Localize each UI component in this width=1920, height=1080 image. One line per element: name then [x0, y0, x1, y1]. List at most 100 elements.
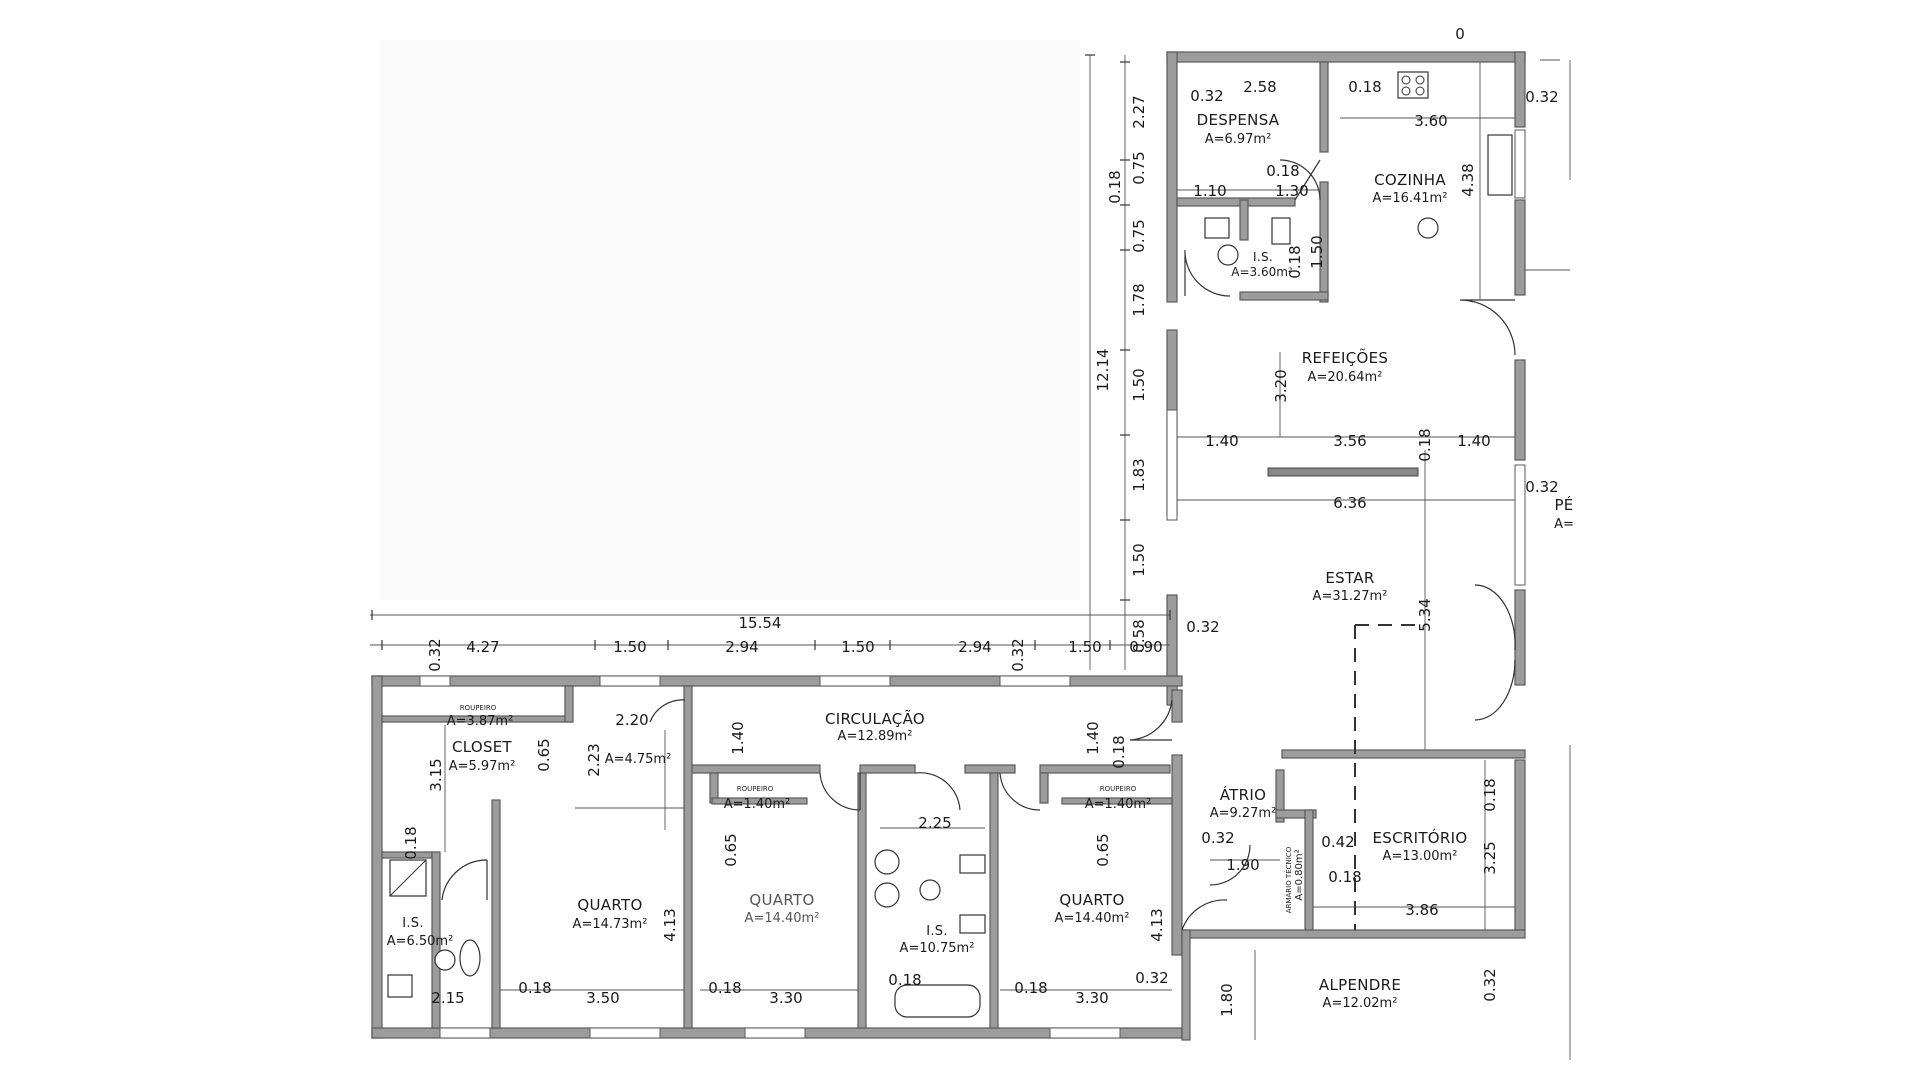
- vdim-075a: 0.75: [1130, 151, 1148, 184]
- room-alpendre-area: A=12.02m²: [1323, 996, 1398, 1011]
- room-is-mid-name: I.S.: [926, 924, 948, 939]
- dim-1554: 15.54: [739, 614, 782, 632]
- dimension-labels: 2.58 0.32 0.18 3.60 0.18 1.10 1.30 1.40 …: [431, 25, 1558, 1007]
- dashed-line: [1354, 624, 1415, 930]
- room-refeicoes-area: A=20.64m²: [1308, 370, 1383, 385]
- vdim-018c: 0.18: [1286, 245, 1304, 278]
- dim-360: 3.60: [1414, 112, 1447, 130]
- vdim-320: 3.20: [1272, 369, 1290, 402]
- vdim-032b: 0.32: [1009, 638, 1027, 671]
- room-armario-name: ARMÁRIO TÉCNICO: [1284, 846, 1293, 913]
- dim-018h: 0.18: [708, 979, 741, 997]
- dim-0: 0: [1455, 25, 1465, 43]
- room-labels: DESPENSA A=6.97m² COZINHA A=16.41m² I.S.…: [387, 111, 1574, 1011]
- vdim-140d: 1.40: [1084, 721, 1102, 754]
- room-armario-area: A=0.80m²: [1294, 849, 1305, 900]
- dim-018i: 0.18: [888, 971, 921, 989]
- dim-032c: 0.32: [1186, 618, 1219, 636]
- room-despensa-area: A=6.97m²: [1205, 132, 1272, 147]
- toilet-icon: [1271, 217, 1291, 245]
- room-quarto3-name: QUARTO: [1059, 891, 1124, 909]
- vdim-413b: 4.13: [1148, 908, 1166, 941]
- washbasin-icon: [1204, 217, 1230, 239]
- room-roupeiro3-name: ROUPEIRO: [1100, 785, 1137, 793]
- vdim-018f: 0.18: [1110, 735, 1128, 768]
- dim-350: 3.50: [586, 989, 619, 1007]
- toilet-icon-2: [387, 974, 413, 998]
- vdim-032g: 0.32: [1481, 968, 1499, 1001]
- dim-018b: 0.18: [1266, 162, 1299, 180]
- dim-032a: 0.32: [1190, 87, 1223, 105]
- dim-356: 3.56: [1333, 432, 1366, 450]
- stove-icon: [1397, 71, 1429, 99]
- vdim-065a: 0.65: [535, 738, 553, 771]
- walls: [371, 51, 1526, 1041]
- room-is-left-name: I.S.: [402, 916, 424, 931]
- room-partial-area: A=: [1554, 517, 1574, 532]
- dim-140b: 1.40: [1457, 432, 1490, 450]
- room-circulacao-name: CIRCULAÇÃO: [825, 709, 925, 728]
- room-quarto1-area: A=14.73m²: [573, 917, 648, 932]
- room-quarto2-name: QUARTO: [749, 891, 814, 909]
- dim-150c: 1.50: [1068, 638, 1101, 656]
- room-is-top-area: A=3.60m²: [1231, 265, 1293, 279]
- dim-636: 6.36: [1333, 494, 1366, 512]
- dim-140a: 1.40: [1205, 432, 1238, 450]
- vdim-018e: 0.18: [402, 826, 420, 859]
- room-is-left-area: A=6.50m²: [387, 934, 454, 949]
- dim-330a: 3.30: [769, 989, 802, 1007]
- room-refeicoes-name: REFEIÇÕES: [1302, 348, 1388, 367]
- washbasin-icon-4: [874, 882, 900, 908]
- dim-018j: 0.18: [1014, 979, 1047, 997]
- dim-018k: 0.18: [1328, 868, 1361, 886]
- room-is-mid-area: A=10.75m²: [900, 941, 975, 956]
- room-alpendre-name: ALPENDRE: [1319, 976, 1401, 994]
- washbasin-icon-3: [874, 849, 900, 875]
- room-roupeiro3-area: A=1.40m²: [1085, 797, 1152, 812]
- dim-225: 2.25: [918, 814, 951, 832]
- room-partial-name: PÉ: [1554, 495, 1573, 514]
- dim-150b: 1.50: [841, 638, 874, 656]
- vdim-223: 2.23: [585, 743, 603, 776]
- room-quarto2-area: A=14.40m²: [745, 911, 820, 926]
- vdim-150a: 1.50: [1130, 368, 1148, 401]
- dim-110: 1.10: [1193, 182, 1226, 200]
- room-hall-area: A=4.75m²: [605, 752, 672, 767]
- bathtub-icon: [894, 984, 981, 1018]
- room-escritorio-name: ESCRITÓRIO: [1373, 828, 1468, 847]
- room-escritorio-area: A=13.00m²: [1383, 849, 1458, 864]
- dim-018a: 0.18: [1348, 78, 1381, 96]
- room-circulacao-area: A=12.89m²: [838, 729, 913, 744]
- dim-215: 2.15: [431, 989, 464, 1007]
- vdim-150b: 1.50: [1130, 543, 1148, 576]
- vdim-018l: 0.18: [1481, 778, 1499, 811]
- dim-032e: 0.32: [1135, 969, 1168, 987]
- vdim-018d: 0.18: [1416, 428, 1434, 461]
- room-estar-name: ESTAR: [1325, 569, 1374, 587]
- dim-427: 4.27: [466, 638, 499, 656]
- vdim-1214: 12.14: [1094, 349, 1112, 392]
- vdim-315: 3.15: [427, 758, 445, 791]
- room-cozinha-name: COZINHA: [1374, 171, 1446, 189]
- vdim-065b: 0.65: [722, 833, 740, 866]
- room-closet-area: A=5.97m²: [449, 759, 516, 774]
- vdim-438: 4.38: [1459, 163, 1477, 196]
- scan-background: [380, 40, 1080, 600]
- light-icon: [1417, 217, 1439, 239]
- dim-130: 1.30: [1275, 182, 1308, 200]
- room-roupeiro1-area: A=3.87m²: [447, 714, 514, 729]
- doors: [441, 159, 1516, 931]
- vdim-018: 0.18: [1106, 170, 1124, 203]
- vdim-183: 1.83: [1130, 458, 1148, 491]
- vdim-140c: 1.40: [729, 721, 747, 754]
- room-roupeiro2-area: A=1.40m²: [724, 797, 791, 812]
- dimension-ticks: [371, 54, 1171, 650]
- light-icon-4: [919, 879, 941, 901]
- dim-258: 2.58: [1243, 78, 1276, 96]
- dim-090: 0.90: [1129, 638, 1162, 656]
- vdim-032a: 0.32: [426, 638, 444, 671]
- room-quarto1-name: QUARTO: [577, 896, 642, 914]
- dim-032b: 0.32: [1525, 88, 1558, 106]
- dim-032f: 0.32: [1201, 829, 1234, 847]
- dim-032d: 0.32: [1525, 478, 1558, 496]
